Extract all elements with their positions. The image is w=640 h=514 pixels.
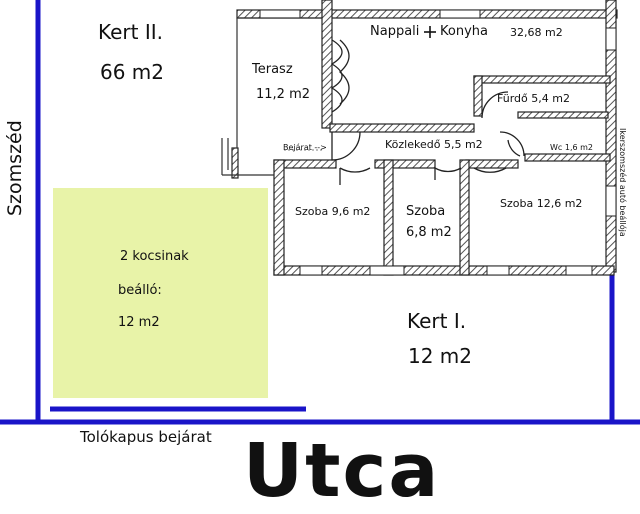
parking-line-1: 2 kocsinak [120, 249, 189, 264]
terrace-name: Terasz [252, 62, 293, 77]
garden-1-area: 12 m2 [408, 344, 473, 368]
building-walls [231, 0, 618, 276]
entrance-label: Bejárat --> [283, 143, 327, 152]
parking-line-2: beálló: [118, 283, 162, 298]
street-label: Utca [243, 428, 441, 514]
garden-2-name: Kert II. [98, 20, 163, 44]
wc-label: Wc 1,6 m2 [550, 143, 593, 152]
bathroom-label: Fürdő 5,4 m2 [497, 92, 570, 105]
garden-2-area: 66 m2 [100, 60, 165, 84]
door-swing-icon [330, 39, 525, 185]
window-icon [259, 9, 617, 276]
parking-area [53, 188, 268, 398]
room-1-label: Szoba 9,6 m2 [295, 205, 371, 218]
parking-line-3: 12 m2 [118, 315, 160, 330]
property-boundary [0, 0, 640, 425]
sliding-gate-label: Tolókapus bejárat [80, 428, 212, 446]
room-2-name: Szoba [406, 204, 446, 219]
hallway-label: Közlekedő 5,5 m2 [385, 138, 483, 151]
terrace-outline [221, 17, 322, 176]
living-room-area: 32,68 m2 [510, 26, 563, 39]
neighbor-left-label: Szomszéd [4, 120, 26, 216]
room-3-label: Szoba 12,6 m2 [500, 197, 583, 210]
terrace-area: 11,2 m2 [256, 87, 311, 102]
neighbor-right-label: Ikerszomszéd autó beállója [618, 128, 627, 237]
floor-plan [0, 0, 640, 425]
room-2-area: 6,8 m2 [406, 225, 452, 240]
living-room-name: Nappali Konyha [370, 24, 489, 39]
plus-icon [424, 26, 436, 38]
garden-1-name: Kert I. [407, 309, 467, 333]
